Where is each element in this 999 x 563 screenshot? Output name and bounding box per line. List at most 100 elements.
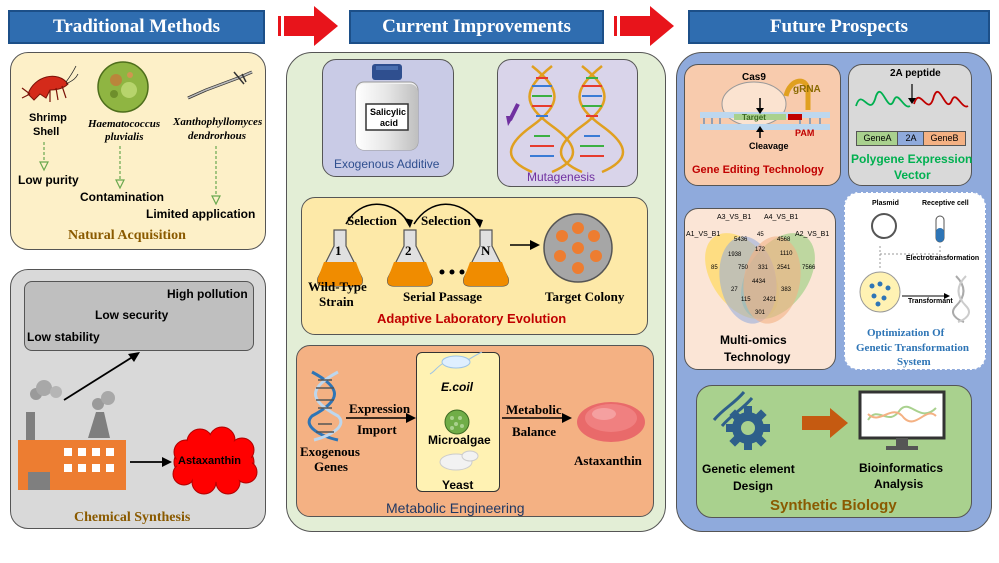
orange-arrow [802, 408, 848, 438]
flask-1-label: 1 [335, 243, 342, 258]
yeast-label: Yeast [442, 478, 474, 492]
chemical-synthesis-title: Chemical Synthesis [74, 510, 191, 525]
cleavage-label: Cleavage [749, 141, 789, 151]
venn-number-6: 85 [711, 265, 718, 271]
bioinformatics-label-1: Bioinformatics [859, 461, 944, 475]
venn-number-4: 172 [755, 247, 766, 253]
venn-number-15: 115 [741, 297, 751, 303]
transformation-title-3: System [897, 356, 931, 368]
venn-number-17: 301 [755, 310, 766, 316]
astaxanthin-cloud-label: Astaxanthin [178, 455, 241, 467]
flask-n-label: N [481, 243, 491, 258]
transformation-icons [859, 213, 970, 323]
transformation-title-2: Genetic Transformation [856, 342, 969, 354]
natural-acquisition-title: Natural Acquisition [68, 228, 186, 243]
venn-number-14: 383 [781, 287, 792, 293]
venn-number-7: 1938 [728, 252, 742, 258]
pam-label: PAM [795, 128, 815, 138]
serial-passage-label: Serial Passage [403, 289, 483, 304]
venn-diagram [705, 233, 815, 324]
flask-2-label: 2 [405, 243, 412, 258]
multiomics-title-2: Technology [724, 350, 791, 364]
venn-label-a4: A4_VS_B1 [764, 214, 799, 221]
venn-number-3: 4568 [777, 237, 791, 243]
exogenous-genes-dna-icon [307, 370, 343, 442]
grna-label: gRNA [793, 84, 821, 95]
transformation-title-1: Optimization Of [867, 327, 945, 339]
exogenous-genes-label-1: Exogenous [300, 444, 360, 459]
haematococcus-icon [97, 61, 149, 113]
polygene-title-2: Vector [894, 168, 931, 182]
two-a-block: 2A [897, 131, 925, 146]
venn-label-a3: A3_VS_B1 [717, 214, 752, 221]
astaxanthin-powder-icon [577, 402, 645, 442]
selection-label-2: Selection [421, 213, 471, 228]
genetic-element-label-1: Genetic element [702, 462, 795, 476]
ecoil-label: E.coil [441, 380, 474, 394]
header-traditional: Traditional Methods [8, 10, 265, 44]
salicylic-label-1: Salicylic [370, 107, 407, 117]
import-label: Import [357, 422, 397, 437]
venn-number-8: 7566 [802, 265, 816, 271]
shrimp-icon [21, 65, 79, 102]
venn-number-10: 331 [758, 265, 769, 271]
xanthophyllomyces-label-2: dendrorhous [188, 130, 247, 142]
bioinformatics-label-2: Analysis [874, 477, 924, 491]
header-future: Future Prospects [688, 10, 990, 44]
peptide-label: 2A peptide [890, 68, 941, 79]
target-colony-label: Target Colony [545, 289, 625, 304]
cas9-label: Cas9 [742, 72, 766, 83]
shrimp-label: Shrimp [29, 112, 67, 124]
ale-title: Adaptive Laboratory Evolution [377, 311, 567, 326]
polygene-protein-icon [855, 84, 969, 108]
dna-helix-icon [506, 65, 624, 174]
haematococcus-label-2: pluvialis [105, 131, 144, 143]
microalgae-label: Microalgae [428, 433, 491, 447]
ale-diagram [317, 203, 613, 287]
high-pollution-label: High pollution [167, 287, 248, 301]
gear-dna-icon [712, 391, 770, 450]
red-arrow-2 [614, 6, 674, 46]
crispr-cas9-icon [700, 78, 830, 138]
shell-label: Shell [33, 126, 60, 138]
venn-number-1: 5436 [734, 237, 748, 243]
host-cells-icons [429, 351, 483, 471]
xanthophyllomyces-label-1: Xanthophyllomyces [173, 116, 263, 128]
low-purity-label: Low purity [18, 173, 79, 187]
venn-number-12: 4434 [752, 279, 766, 285]
metabolic-label: Metabolic [506, 402, 562, 417]
xanthophyllomyces-icon [187, 70, 253, 100]
computer-monitor-icon [858, 390, 946, 450]
transformant-label: Transformant [908, 298, 953, 305]
venn-number-16: 2421 [763, 297, 777, 303]
drawbacks-box [24, 281, 254, 351]
polygene-box [848, 64, 972, 186]
target-label: Target [742, 113, 766, 122]
mutagenesis-title: Mutagenesis [527, 170, 596, 184]
header-current: Current Improvements [349, 10, 604, 44]
multiomics-title-1: Multi-omics [720, 333, 787, 347]
natural-arrows [39, 142, 221, 206]
exogenous-genes-label-2: Genes [314, 459, 348, 474]
venn-label-a2: A2_VS_B1 [795, 231, 830, 238]
low-stability-label: Low stability [27, 330, 100, 344]
expression-label: Expression [349, 401, 411, 416]
electrotransformation-label: Electrotransformation [906, 255, 980, 262]
venn-number-5: 1110 [780, 251, 793, 257]
selection-label-1: Selection [347, 213, 397, 228]
venn-number-11: 2541 [777, 265, 791, 271]
low-security-label: Low security [95, 308, 169, 322]
wild-type-label-2: Strain [319, 294, 354, 309]
exogenous-additive-title: Exogenous Additive [334, 157, 440, 171]
me-arrows [346, 413, 572, 423]
contamination-label: Contamination [80, 190, 164, 204]
haematococcus-label-1: Haematococcus [88, 118, 161, 130]
gene-a-block: GeneA [856, 131, 899, 146]
red-arrow-1 [278, 6, 338, 46]
receptive-cell-label: Receptive cell [922, 200, 969, 207]
venn-number-13: 27 [731, 287, 738, 293]
plasmid-label: Plasmid [872, 200, 899, 207]
venn-label-a1: A1_VS_B1 [686, 231, 721, 238]
metabolic-engineering-title: Metabolic Engineering [386, 500, 525, 516]
gene-b-block: GeneB [923, 131, 966, 146]
